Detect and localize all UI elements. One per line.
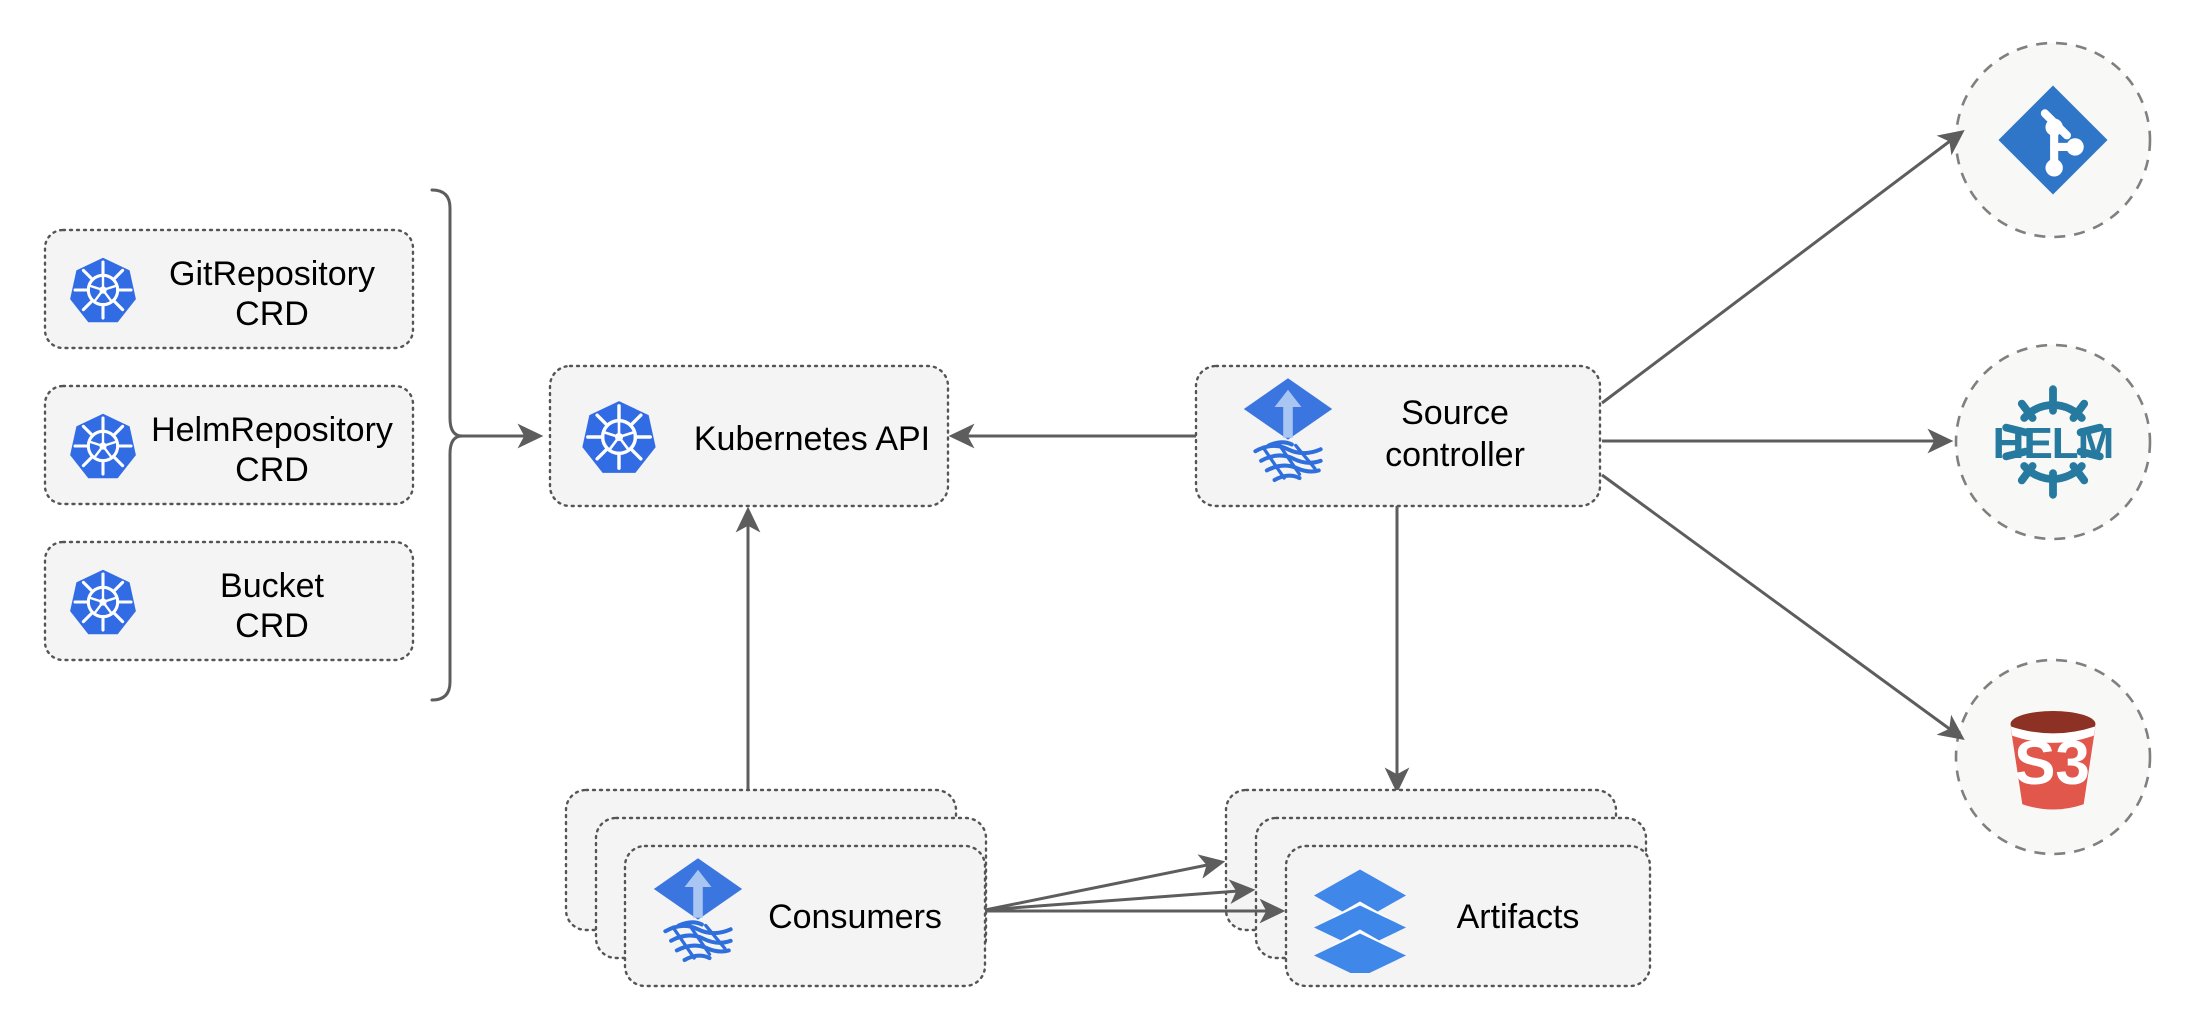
edge-consumers-to-artifacts-middle <box>984 879 1256 912</box>
consumers-node[interactable]: Consumers <box>564 788 988 988</box>
edge-source-controller-to-git <box>1601 129 1965 405</box>
crd-card-helmrepository[interactable]: HelmRepository CRD <box>43 384 415 506</box>
helm-source-label: HELM <box>1993 419 2114 468</box>
source-controller-node[interactable]: Source controller <box>1194 364 1602 508</box>
crd-label-line2: CRD <box>235 607 309 645</box>
source-controller-label-line1: Source <box>1401 394 1509 432</box>
crd-label-line1: HelmRepository <box>151 411 393 449</box>
crd-label-line2: CRD <box>235 295 309 333</box>
artifacts-label: Artifacts <box>1457 898 1580 936</box>
edge-source-controller-to-s3 <box>1601 473 1965 740</box>
crd-group-brace <box>430 188 464 702</box>
helm-source-node[interactable]: HELM <box>1954 343 2152 541</box>
kubernetes-api-node[interactable]: Kubernetes API <box>548 364 950 508</box>
artifacts-node[interactable]: Artifacts <box>1224 788 1652 988</box>
crd-label-line1: GitRepository <box>169 255 375 293</box>
s3-source-node[interactable]: S3 <box>1954 658 2152 856</box>
crd-label-line1: Bucket <box>220 567 324 605</box>
crd-group: GitRepository CRD HelmRepository CRD Buc… <box>43 228 415 662</box>
crd-label-line2: CRD <box>235 451 309 489</box>
git-source-node[interactable] <box>1954 41 2152 239</box>
crd-card-gitrepository[interactable]: GitRepository CRD <box>43 228 415 350</box>
consumers-label: Consumers <box>768 898 942 936</box>
kubernetes-api-label: Kubernetes API <box>694 420 930 458</box>
source-controller-label-line2: controller <box>1385 436 1525 474</box>
s3-source-label: S3 <box>2014 729 2090 798</box>
edge-consumers-to-artifacts-top <box>984 854 1226 912</box>
crd-card-bucket[interactable]: Bucket CRD <box>43 540 415 662</box>
